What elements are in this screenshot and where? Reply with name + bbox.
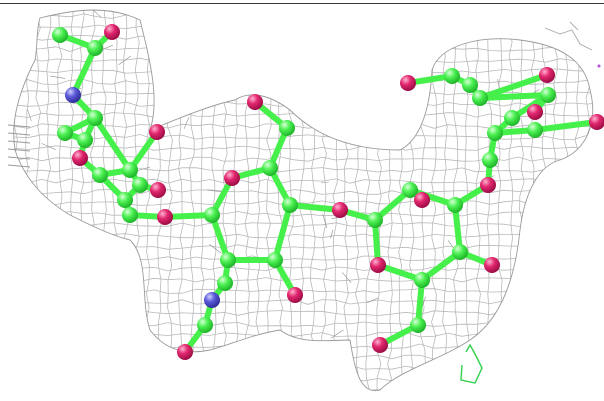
bond-53 [532,119,600,133]
carbon-atom-38 [410,317,426,333]
oxygen-atom-31 [414,192,430,208]
bond-47 [477,72,550,101]
carbon-atom-14 [122,207,138,223]
frame-top-border [0,3,604,4]
oxygen-atom-50 [589,114,604,130]
carbon-atom-21 [204,207,220,223]
carbon-atom-42 [472,90,488,106]
carbon-atom-47 [504,110,520,126]
carbon-atom-4 [87,110,103,126]
carbon-atom-37 [414,272,430,288]
bond-25 [272,202,293,263]
oxygen-atom-12 [150,182,166,198]
carbon-atom-48 [487,125,503,141]
carbon-atom-28 [197,317,213,333]
oxygen-atom-8 [72,150,88,166]
carbon-atom-9 [92,167,108,183]
oxygen-atom-22 [332,202,348,218]
oxygen-atom-46 [527,104,543,120]
carbon-atom-0 [52,27,68,43]
carbon-atom-17 [279,120,295,136]
carbon-atom-30 [402,182,418,198]
oxygen-atom-16 [247,94,263,110]
bond-2 [70,45,98,98]
oxygen-atom-19 [224,170,240,186]
carbon-atom-20 [282,197,298,213]
carbon-atom-23 [220,252,236,268]
mesh-outline [7,9,594,392]
bond-23 [287,202,343,213]
carbon-atom-10 [122,162,138,178]
carbon-atom-2 [87,40,103,56]
carbon-atom-41 [444,68,460,84]
atom-layer [52,24,604,360]
oxygen-atom-36 [484,257,500,273]
carbon-atom-32 [367,212,383,228]
carbon-atom-43 [462,77,478,93]
oxygen-atom-44 [539,67,555,83]
carbon-atom-35 [452,244,468,260]
carbon-atom-49 [527,122,543,138]
oxygen-atom-26 [287,287,303,303]
carbon-atom-45 [540,87,556,103]
oxygen-atom-6 [149,124,165,140]
oxygen-atom-34 [370,257,386,273]
oxygen-atom-40 [400,75,416,91]
stray-mesh-fragment [544,21,601,68]
bond-16 [92,115,133,173]
carbon-atom-51 [482,152,498,168]
carbon-atom-25 [217,275,233,291]
nitrogen-atom-3 [65,87,81,103]
carbon-atom-18 [262,160,278,176]
bond-48 [477,92,551,101]
nitrogen-atom-27 [204,292,220,308]
carbon-atom-5 [57,125,73,141]
oxygen-atom-39 [372,337,388,353]
carbon-atom-13 [117,192,133,208]
carbon-atom-33 [447,197,463,213]
stray-fragment-pentagon [460,343,483,384]
oxygen-atom-15 [157,209,173,225]
carbon-atom-7 [77,132,93,148]
oxygen-atom-1 [104,24,120,40]
carbon-atom-24 [267,252,283,268]
oxygen-atom-29 [177,344,193,360]
carbon-atom-11 [132,177,148,193]
oxygen-atom-52 [480,177,496,193]
